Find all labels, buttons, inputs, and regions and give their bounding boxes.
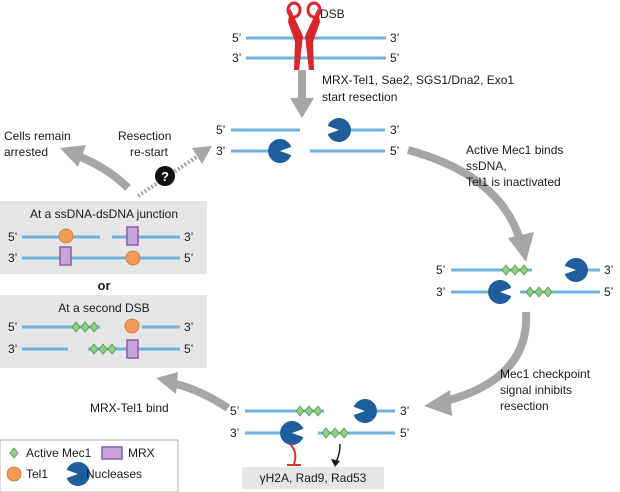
or-label: or xyxy=(98,278,111,293)
checkpoint-label-2: signal inhibits xyxy=(500,383,572,397)
active-mec1-label-2: ssDNA, xyxy=(466,159,507,173)
legend-tel1: Tel1 xyxy=(26,467,48,481)
nuclease-icon xyxy=(488,280,512,304)
intact-dna: 5’ 3’ 3’ 5’ xyxy=(232,31,399,65)
mec1-icon xyxy=(321,427,331,439)
mec1-icon xyxy=(510,264,520,276)
start-resection-label-2: start resection xyxy=(322,90,397,104)
legend-nucleases: Nucleases xyxy=(86,467,142,481)
tel1-icon xyxy=(124,318,140,334)
label-3prime: 3’ xyxy=(400,404,409,418)
mec1-bound-dna: 5’ 3’ 3’ 5’ xyxy=(436,258,613,304)
label-3prime: 3’ xyxy=(232,51,241,65)
curved-arrow-icon xyxy=(406,146,534,262)
label-5prime: 5’ xyxy=(8,320,17,334)
label-3prime: 3’ xyxy=(436,285,445,299)
cells-remain-label-1: Cells remain xyxy=(4,129,71,143)
curved-arrow-icon xyxy=(156,372,231,412)
second-dsb-title: At a second DSB xyxy=(58,301,149,315)
question-icon: ? xyxy=(155,166,175,186)
checkpoint-label-1: Mec1 checkpoint xyxy=(500,367,591,381)
junction-title: At a ssDNA-dsDNA junction xyxy=(30,207,178,221)
label-5prime: 5’ xyxy=(436,263,445,277)
nuclease-icon xyxy=(353,399,377,423)
checkpoint-dna: 5’ 3’ 3’ 5’ xyxy=(230,399,409,445)
targets-label: γH2A, Rad9, Rad53 xyxy=(260,471,367,485)
label-5prime: 5’ xyxy=(232,31,241,45)
mec1-icon xyxy=(534,286,544,298)
label-5prime: 5’ xyxy=(390,51,399,65)
label-5prime: 5’ xyxy=(604,285,613,299)
mrx-icon xyxy=(101,446,123,460)
mrx-icon xyxy=(59,246,72,266)
active-mec1-label-3: Tel1 is inactivated xyxy=(466,175,561,189)
label-3prime: 3’ xyxy=(184,320,193,334)
resection-dna: 5’ 3’ 3’ 5’ xyxy=(216,118,399,163)
nuclease-icon xyxy=(564,258,588,282)
label-5prime: 5’ xyxy=(390,144,399,158)
dsb-label: DSB xyxy=(320,7,345,21)
second-dsb-panel: At a second DSB 5’ 3’ 3’ 5’ xyxy=(0,295,207,368)
checkpoint-label-3: resection xyxy=(500,399,549,413)
label-3prime: 3’ xyxy=(8,251,17,265)
mec1-icon xyxy=(330,427,340,439)
mec1-icon xyxy=(519,264,529,276)
nuclease-icon xyxy=(327,118,351,142)
question-mark: ? xyxy=(161,169,169,184)
nuclease-icon xyxy=(268,139,292,163)
arrow-down-icon xyxy=(290,70,314,118)
label-3prime: 3’ xyxy=(184,230,193,244)
activation-arrow-icon xyxy=(331,443,341,467)
arrow-to-arrested-icon xyxy=(60,145,131,191)
tel1-icon xyxy=(58,228,74,244)
legend-mrx: MRX xyxy=(128,446,155,460)
cells-remain-label-2: arrested xyxy=(4,145,48,159)
mec1-icon xyxy=(543,286,553,298)
label-5prime: 5’ xyxy=(184,342,193,356)
junction-panel: At a ssDNA-dsDNA junction 5’ 3’ 3’ 5’ xyxy=(0,201,207,274)
tel1-icon xyxy=(6,466,22,482)
label-3prime: 3’ xyxy=(216,144,225,158)
nuclease-icon xyxy=(280,421,304,445)
label-5prime: 5’ xyxy=(400,426,409,440)
label-5prime: 5’ xyxy=(8,230,17,244)
resection-restart-label-2: re-start xyxy=(130,145,169,159)
label-3prime: 3’ xyxy=(390,31,399,45)
scissors-icon xyxy=(286,1,322,70)
mec1-icon xyxy=(304,405,314,417)
label-3prime: 3’ xyxy=(8,342,17,356)
mec1-icon xyxy=(313,405,323,417)
mec1-icon xyxy=(339,427,349,439)
label-3prime: 3’ xyxy=(390,123,399,137)
curved-arrow-icon xyxy=(424,311,531,416)
mec1-icon xyxy=(295,405,305,417)
legend-active-mec1: Active Mec1 xyxy=(26,446,92,460)
mrx-icon xyxy=(126,226,139,246)
label-5prime: 5’ xyxy=(184,251,193,265)
label-5prime: 5’ xyxy=(216,123,225,137)
tel1-icon xyxy=(125,250,141,266)
inhibition-icon xyxy=(287,443,301,466)
start-resection-label-1: MRX-Tel1, Sae2, SGS1/Dna2, Exo1 xyxy=(322,73,514,87)
mrx-tel1-bind-label: MRX-Tel1 bind xyxy=(90,401,169,415)
mrx-icon xyxy=(126,339,139,359)
active-mec1-label-1: Active Mec1 binds xyxy=(466,143,563,157)
mec1-icon xyxy=(501,264,511,276)
label-3prime: 3’ xyxy=(604,263,613,277)
label-3prime: 3’ xyxy=(230,426,239,440)
targets-box: γH2A, Rad9, Rad53 xyxy=(242,467,384,489)
label-5prime: 5’ xyxy=(230,404,239,418)
mec1-icon xyxy=(525,286,535,298)
resection-restart-label-1: Resection xyxy=(118,129,171,143)
legend: Active Mec1 MRX Tel1 Nucleases xyxy=(0,439,179,492)
